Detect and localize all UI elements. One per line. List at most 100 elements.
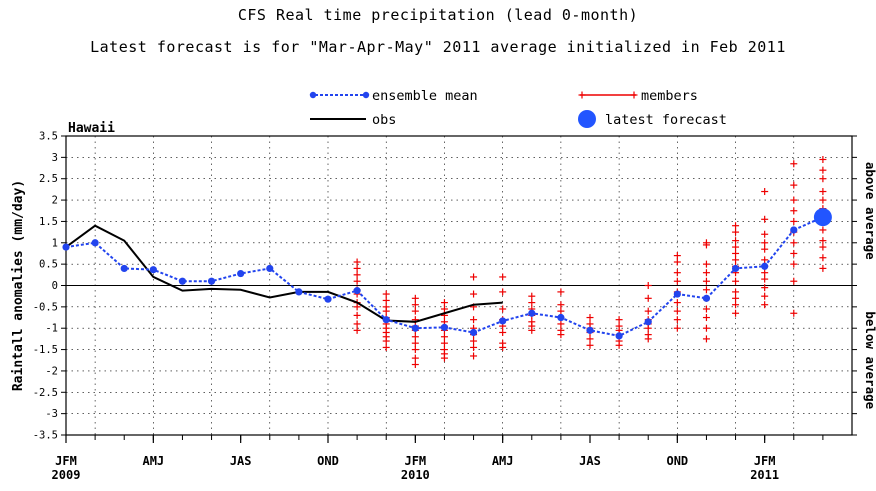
- x-tick-label: OND: [666, 454, 688, 468]
- member-mark: [732, 294, 740, 302]
- member-mark: [819, 254, 827, 262]
- ensemble-mean-point: [382, 316, 390, 324]
- chart-title: CFS Real time precipitation (lead 0-mont…: [237, 6, 639, 24]
- member-mark: [761, 245, 769, 253]
- member-mark: [499, 273, 507, 281]
- member-mark: [732, 301, 740, 309]
- x-tick-label: JFM: [404, 454, 426, 468]
- member-mark: [382, 343, 390, 351]
- right-label-above: above average: [863, 162, 876, 260]
- member-mark: [353, 271, 361, 279]
- member-mark: [790, 207, 798, 215]
- member-mark: [615, 316, 623, 324]
- member-mark: [761, 275, 769, 283]
- member-mark: [615, 341, 623, 349]
- y-tick-label: 1.5: [39, 216, 58, 228]
- member-mark: [353, 303, 361, 311]
- ensemble-mean-point: [149, 266, 157, 274]
- member-mark: [440, 354, 448, 362]
- ensemble-mean-point: [528, 309, 536, 317]
- y-tick-label: -1.5: [33, 344, 58, 356]
- member-mark: [644, 335, 652, 343]
- ensemble-mean-point: [266, 264, 274, 273]
- member-mark: [353, 326, 361, 334]
- member-mark: [673, 316, 681, 324]
- legend-members: members: [641, 88, 698, 104]
- member-mark: [702, 260, 710, 268]
- x-year-label: 2009: [52, 468, 81, 482]
- member-mark: [790, 217, 798, 225]
- ensemble-mean-point: [644, 318, 652, 326]
- member-mark: [702, 314, 710, 322]
- ensemble-mean-point: [178, 277, 187, 285]
- ensemble-mean-point: [353, 287, 361, 295]
- member-mark: [673, 252, 681, 260]
- grid-lines: [66, 136, 852, 435]
- member-mark: [761, 284, 769, 292]
- member-mark: [819, 196, 827, 204]
- member-mark: [732, 243, 740, 251]
- member-mark: [673, 277, 681, 285]
- y-tick-label: -2: [45, 365, 58, 377]
- chart-subtitle: Latest forecast is for "Mar-Apr-May" 201…: [90, 38, 786, 56]
- member-mark: [761, 215, 769, 223]
- member-mark: [353, 258, 361, 266]
- member-mark: [440, 339, 448, 347]
- member-mark: [382, 296, 390, 304]
- plot-frame: [65, 135, 853, 436]
- member-mark: [702, 305, 710, 313]
- member-mark: [411, 294, 419, 302]
- member-mark: [528, 292, 536, 300]
- legend-obs: obs: [372, 112, 396, 128]
- member-mark: [382, 290, 390, 298]
- member-mark: [819, 243, 827, 251]
- y-tick-label: 0.5: [39, 259, 58, 271]
- ensemble-mean-point: [499, 317, 507, 325]
- member-mark: [761, 292, 769, 300]
- y-tick-label: -0.5: [33, 301, 58, 313]
- member-mark: [732, 237, 740, 245]
- member-mark: [499, 343, 507, 351]
- member-mark: [353, 311, 361, 319]
- member-mark: [557, 331, 565, 339]
- member-mark: [673, 269, 681, 277]
- y-axis-label: Raintall anomalies (mm/day): [11, 180, 26, 391]
- member-mark: [702, 335, 710, 343]
- member-mark: [411, 361, 419, 369]
- member-mark: [411, 333, 419, 341]
- member-mark: [790, 249, 798, 257]
- x-year-label: 2010: [401, 468, 430, 482]
- x-tick-label: JAS: [230, 454, 252, 468]
- member-mark: [819, 175, 827, 183]
- legend-latest-forecast-dot: [578, 110, 596, 128]
- obs-line: [65, 224, 503, 323]
- x-year-label: 2011: [750, 468, 779, 482]
- ensemble-mean-point: [62, 243, 70, 251]
- legend-mean-dot: [362, 91, 370, 99]
- member-mark: [819, 155, 827, 163]
- member-mark: [470, 273, 478, 281]
- x-tick-label: JFM: [754, 454, 776, 468]
- member-mark: [440, 333, 448, 341]
- ensemble-mean-point: [120, 264, 128, 273]
- member-mark: [382, 337, 390, 345]
- ensemble-mean-point: [91, 239, 99, 247]
- member-mark: [557, 307, 565, 315]
- x-tick-label: AMJ: [142, 454, 164, 468]
- member-mark: [644, 324, 652, 332]
- member-mark: [499, 328, 507, 336]
- member-mark: [499, 305, 507, 313]
- ensemble-mean-point: [761, 262, 769, 270]
- ensemble-mean-point: [731, 264, 740, 273]
- member-mark: [411, 307, 419, 315]
- right-label-below: below average: [863, 311, 876, 409]
- member-mark: [470, 352, 478, 360]
- member-mark: [353, 320, 361, 328]
- member-mark: [819, 188, 827, 196]
- member-mark: [761, 301, 769, 309]
- member-mark: [470, 290, 478, 298]
- y-tick-label: 2: [52, 195, 58, 207]
- member-mark: [790, 260, 798, 268]
- y-tick-label: -2.5: [33, 387, 58, 399]
- ensemble-mean-point: [324, 295, 332, 303]
